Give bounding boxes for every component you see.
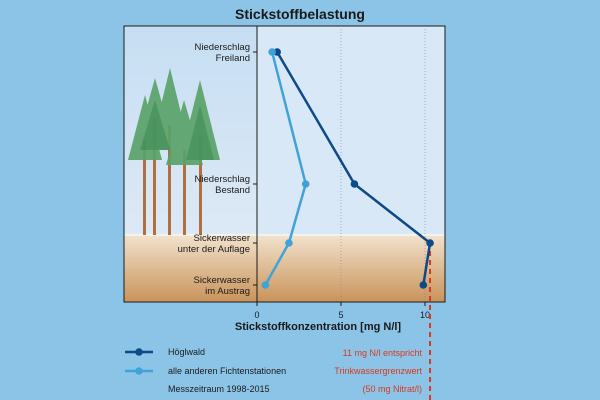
series-lines (261, 48, 434, 289)
gridlines (340, 26, 426, 302)
annotation-line-2: Trinkwassergrenzwert (334, 366, 422, 376)
data-point (419, 281, 428, 289)
data-point (350, 180, 359, 188)
annotation-line-3: (50 mg Nitrat/l) (362, 384, 422, 394)
data-point (301, 180, 310, 188)
data-point (285, 239, 293, 247)
soil-band (124, 235, 445, 302)
tree-crowns-dark (140, 100, 214, 160)
data-point (261, 281, 270, 289)
legend-hoeglwald-label: Höglwald (168, 347, 205, 357)
x-tick-label: 10 (420, 310, 430, 320)
x-axis-ticks: 0 5 10 (254, 302, 430, 320)
annotation-line-1: 11 mg N/l entspricht (343, 348, 423, 358)
legend-other-label: alle anderen Fichtenstationen (168, 366, 286, 376)
legend-hoeglwald-marker (135, 348, 143, 356)
x-tick-label: 0 (254, 310, 259, 320)
legend-other-marker (135, 367, 143, 375)
plot-border (123, 25, 446, 303)
legend: Höglwald alle anderen Fichtenstationen M… (125, 347, 286, 394)
series-line (276, 51, 432, 286)
x-axis-title: Stickstoffkonzentration [mg N/l] (235, 321, 402, 333)
data-point (426, 239, 434, 247)
period-note: Messzeitraum 1998-2015 (168, 384, 270, 394)
chart-title: Stickstoffbelastung (235, 6, 365, 22)
data-point (268, 48, 276, 56)
forest-illustration (128, 68, 220, 235)
series-line (264, 51, 307, 286)
tree-trunks (143, 118, 202, 235)
threshold-annotation: 11 mg N/l entspricht Trinkwassergrenzwer… (334, 348, 422, 394)
x-tick-label: 5 (338, 310, 343, 320)
